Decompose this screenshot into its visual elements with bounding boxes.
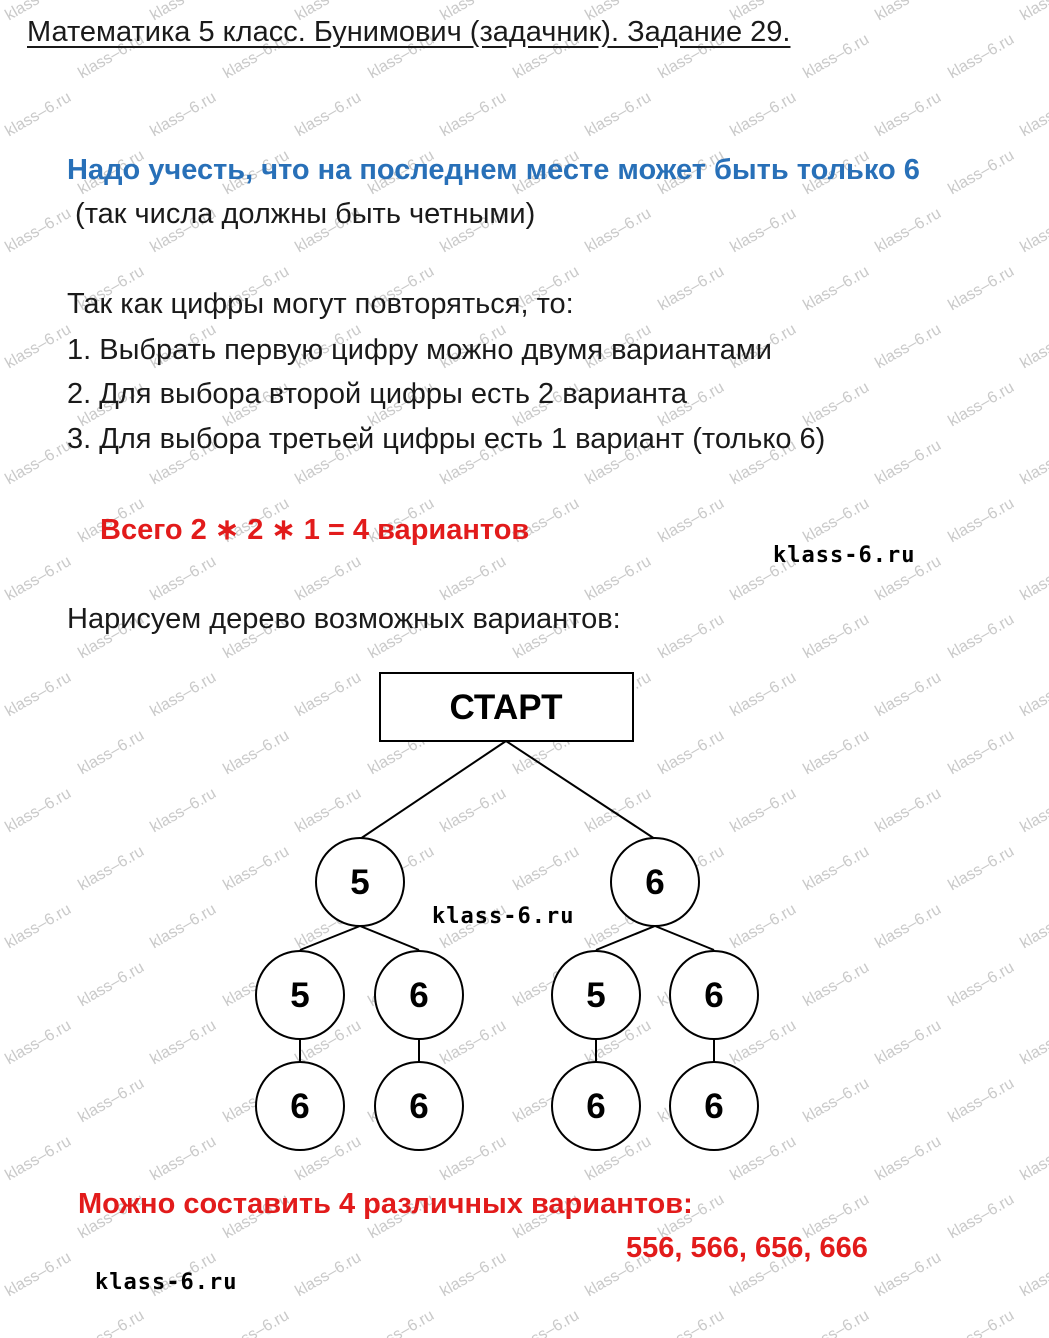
node-label: 6 <box>409 1087 428 1126</box>
reasoning-step-1: 1. Выбрать первую цифру можно двумя вари… <box>67 334 772 366</box>
brand-label: klass-6.ru <box>773 543 916 568</box>
brand-label-bottom: klass-6.ru <box>95 1270 238 1295</box>
node-level2-6-left: 6 <box>374 950 464 1040</box>
node-label: 5 <box>350 863 369 902</box>
answer-line-1: Можно составить 4 различных вариантов: <box>78 1188 693 1220</box>
start-node: СТАРТ <box>379 672 634 742</box>
node-label: 6 <box>704 976 723 1015</box>
node-level3-a: 6 <box>255 1061 345 1151</box>
tree-edges <box>299 740 715 1062</box>
page-title: Математика 5 класс. Бунимович (задачник)… <box>27 16 791 48</box>
brand-label-center: klass-6.ru <box>432 904 575 929</box>
node-level2-6-right: 6 <box>669 950 759 1040</box>
node-label: 5 <box>586 976 605 1015</box>
node-label: 5 <box>290 976 309 1015</box>
node-level3-d: 6 <box>669 1061 759 1151</box>
node-label: 6 <box>409 976 428 1015</box>
reasoning-intro: Так как цифры могут повторяться, то: <box>67 288 574 320</box>
node-label: 6 <box>586 1087 605 1126</box>
node-label: 6 <box>645 863 664 902</box>
start-label: СТАРТ <box>449 688 562 727</box>
node-level2-5-left: 5 <box>255 950 345 1040</box>
tree-intro: Нарисуем дерево возможных вариантов: <box>67 603 621 635</box>
node-label: 6 <box>290 1087 309 1126</box>
node-level3-b: 6 <box>374 1061 464 1151</box>
note-line-2: (так числа должны быть четными) <box>67 198 536 230</box>
reasoning-step-2: 2. Для выбора второй цифры есть 2 вариан… <box>67 378 687 410</box>
node-level1-5: 5 <box>315 837 405 927</box>
total-count: Всего 2 ∗ 2 ∗ 1 = 4 вариантов <box>100 514 530 546</box>
note-line-1: Надо учесть, что на последнем месте може… <box>67 154 920 186</box>
answer-line-2: 556, 566, 656, 666 <box>626 1232 868 1264</box>
node-level3-c: 6 <box>551 1061 641 1151</box>
node-level1-6: 6 <box>610 837 700 927</box>
node-level2-5-right: 5 <box>551 950 641 1040</box>
node-label: 6 <box>704 1087 723 1126</box>
reasoning-step-3: 3. Для выбора третьей цифры есть 1 вариа… <box>67 423 826 455</box>
